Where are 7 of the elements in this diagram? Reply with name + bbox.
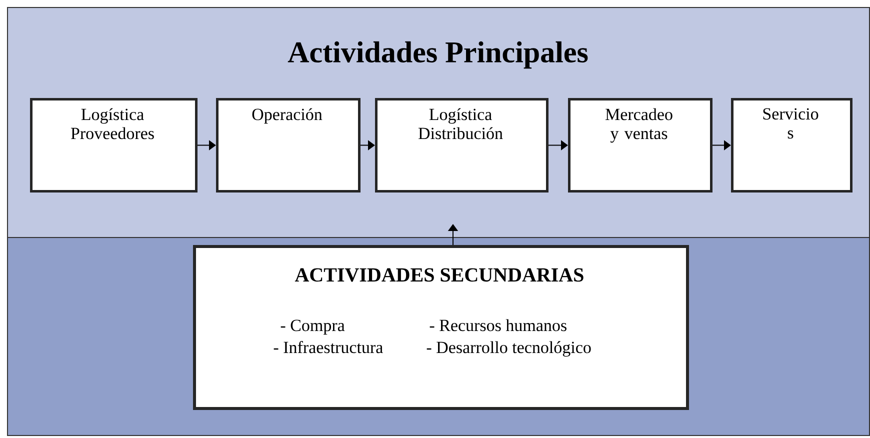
title: Actividades Principales [288, 41, 588, 69]
process-box: Servicio s [731, 98, 852, 192]
process-box: Operación [216, 98, 360, 192]
process-box: Logística Distribución [375, 98, 548, 192]
text-box: ACTIVIDADES SECUNDARIAS - Compra - Recursos humanos - Infraestructura - Desarrollo tecnológico [193, 245, 689, 410]
process-box: Logística Proveedores [30, 98, 198, 192]
process-box: Mercadeo y ventas [568, 98, 712, 192]
